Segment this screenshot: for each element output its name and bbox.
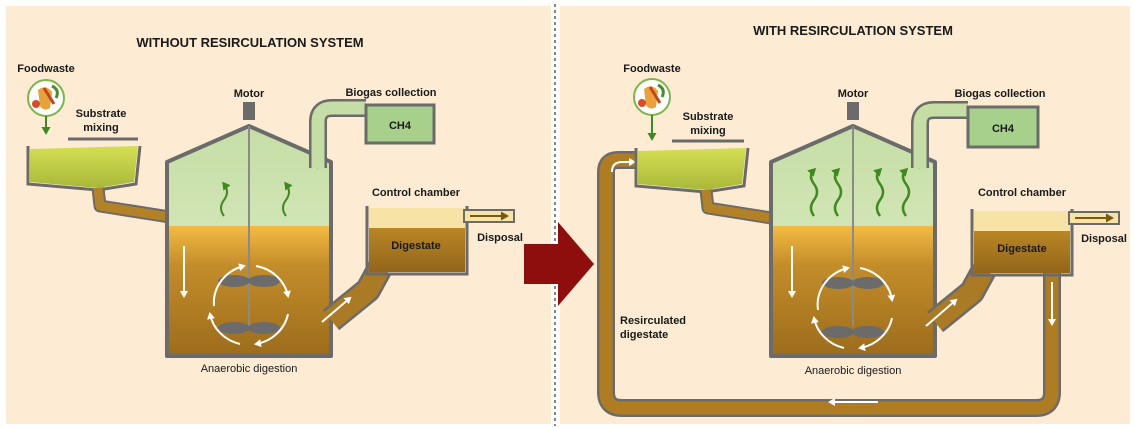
substrate-hopper xyxy=(638,148,746,190)
control-chamber-label: Control chamber xyxy=(372,187,461,199)
substrate-hopper xyxy=(30,146,138,188)
substrate-label-line2: mixing xyxy=(83,122,118,134)
right-panel-title: WITH RESIRCULATION SYSTEM xyxy=(753,23,953,38)
ch4-tank xyxy=(966,105,1040,149)
biogas-collection-label: Biogas collection xyxy=(345,87,436,99)
ch4-tank xyxy=(364,103,436,145)
resirculation-pipe xyxy=(599,153,1059,415)
digestate-label: Digestate xyxy=(997,243,1047,255)
control-chamber-digestate xyxy=(369,228,465,272)
control-chamber xyxy=(970,209,1074,277)
biogas-pipe xyxy=(913,103,968,168)
substrate-label-line1: Substrate xyxy=(683,111,734,123)
upper-impeller xyxy=(248,275,280,287)
control-chamber-digestate xyxy=(974,231,1070,273)
outlet-flow-arrow xyxy=(321,296,352,323)
foodwaste-icon xyxy=(633,78,671,116)
mixing-arrow xyxy=(212,263,246,307)
anaerobic-digestion-label: Anaerobic digestion xyxy=(201,363,298,375)
right-panel: WITH RESIRCULATION SYSTEM Resirculated d… xyxy=(597,23,1127,417)
lower-impeller xyxy=(248,322,280,334)
lower-impeller xyxy=(852,326,884,338)
left-panel-title: WITHOUT RESIRCULATION SYSTEM xyxy=(136,35,363,50)
upper-impeller xyxy=(852,277,884,289)
digestate-label: Digestate xyxy=(391,240,441,252)
control-chamber xyxy=(365,206,469,276)
outlet-flow-arrow xyxy=(925,298,958,327)
foodwaste-icon xyxy=(27,79,65,117)
biogas-collection-label: Biogas collection xyxy=(954,88,1045,100)
mixing-arrow xyxy=(816,265,850,311)
anaerobic-digestion-label: Anaerobic digestion xyxy=(805,365,902,377)
motor-label: Motor xyxy=(838,88,869,100)
substrate-label-line2: mixing xyxy=(690,125,725,137)
substrate-label-line1: Substrate xyxy=(76,108,127,120)
foodwaste-label: Foodwaste xyxy=(623,63,680,75)
biogas-pipe xyxy=(311,101,366,168)
disposal-label: Disposal xyxy=(477,232,523,244)
disposal-label: Disposal xyxy=(1081,233,1127,245)
digester-tank xyxy=(769,124,937,358)
resirculated-label-line1: Resirculated xyxy=(620,315,686,327)
left-panel: WITHOUT RESIRCULATION SYSTEM Foodwaste S… xyxy=(17,35,523,375)
motor-label: Motor xyxy=(234,88,265,100)
motor-icon xyxy=(243,102,255,120)
ch4-label: CH4 xyxy=(992,123,1015,135)
control-chamber-gas xyxy=(369,208,465,228)
resirculated-label-line2: digestate xyxy=(620,329,668,341)
control-chamber-gas xyxy=(974,211,1070,231)
ch4-label: CH4 xyxy=(389,120,412,132)
outlet-pipe xyxy=(928,264,994,331)
biogas-bubble-arrow xyxy=(807,167,819,217)
motor-icon xyxy=(847,102,859,120)
transition-arrow-icon xyxy=(524,222,594,306)
biogas-bubble-arrow xyxy=(220,181,231,217)
control-chamber-label: Control chamber xyxy=(978,187,1067,199)
digester-tank xyxy=(165,124,333,358)
resirculation-inlet-arrow xyxy=(611,158,636,173)
foodwaste-label: Foodwaste xyxy=(17,63,74,75)
